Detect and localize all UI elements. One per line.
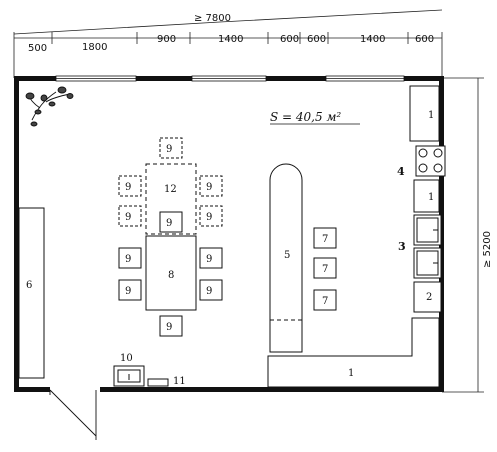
item-10 — [113, 365, 145, 387]
svg-text:600: 600 — [280, 34, 299, 45]
label-chair: 9 — [125, 182, 131, 193]
total-height-label: ≥ 5200 — [482, 231, 493, 268]
label-counter-top: 1 — [428, 110, 434, 121]
extension-table — [145, 163, 197, 235]
area-label: S = 40,5 м² — [270, 110, 341, 124]
label-extension-table: 12 — [164, 184, 177, 195]
label-island: 5 — [284, 250, 290, 261]
plant-icon — [25, 86, 74, 127]
stove-icon — [415, 145, 446, 177]
label-stool: 7 — [322, 296, 328, 307]
item-11 — [147, 378, 169, 387]
label-chair: 9 — [125, 212, 131, 223]
label-chair: 9 — [125, 254, 131, 265]
label-sink: 3 — [398, 240, 406, 253]
total-width-label: ≥ 7800 — [194, 13, 231, 24]
top-dimension-chain — [13, 9, 443, 78]
label-chair: 9 — [125, 286, 131, 297]
chairs-dashed — [118, 137, 223, 227]
bottom-counter — [267, 317, 440, 388]
label-stove: 4 — [397, 165, 405, 178]
sideboard — [18, 207, 45, 379]
svg-text:1400: 1400 — [360, 34, 385, 45]
stool — [313, 289, 337, 311]
label-stool: 7 — [322, 234, 328, 245]
label-chair: 9 — [206, 212, 212, 223]
stool — [313, 227, 337, 249]
svg-text:900: 900 — [157, 34, 176, 45]
svg-text:600: 600 — [415, 34, 434, 45]
svg-text:500: 500 — [28, 43, 47, 54]
stools — [313, 227, 337, 311]
svg-text:1400: 1400 — [218, 34, 243, 45]
label-chair: 9 — [166, 218, 172, 229]
right-counter-top — [409, 85, 440, 142]
top-dimension-labels: 500 1800 900 1400 600 600 1400 600 — [28, 34, 434, 54]
label-counter-mid: 1 — [428, 192, 434, 203]
label-item-11: 11 — [173, 376, 186, 387]
label-stool: 7 — [322, 264, 328, 275]
stool — [313, 257, 337, 279]
label-counter-bottom: 1 — [348, 368, 354, 379]
label-sideboard: 6 — [26, 280, 32, 291]
door — [49, 389, 97, 440]
island — [269, 163, 303, 353]
svg-text:600: 600 — [307, 34, 326, 45]
label-cabinet: 2 — [426, 292, 432, 303]
label-item-10: 10 — [120, 353, 133, 364]
right-dimension — [442, 77, 484, 393]
cabinet-2 — [413, 281, 442, 313]
dining-table — [145, 235, 197, 311]
label-chair: 9 — [166, 144, 172, 155]
svg-text:1800: 1800 — [82, 42, 107, 53]
label-chair: 9 — [166, 322, 172, 333]
label-table: 8 — [168, 270, 174, 281]
windows — [55, 75, 405, 82]
label-chair: 9 — [206, 254, 212, 265]
chairs — [118, 211, 223, 337]
label-chair: 9 — [206, 286, 212, 297]
right-counter-mid — [413, 179, 440, 213]
sink-icon — [413, 214, 442, 279]
walls — [14, 76, 444, 392]
label-chair: 9 — [206, 182, 212, 193]
